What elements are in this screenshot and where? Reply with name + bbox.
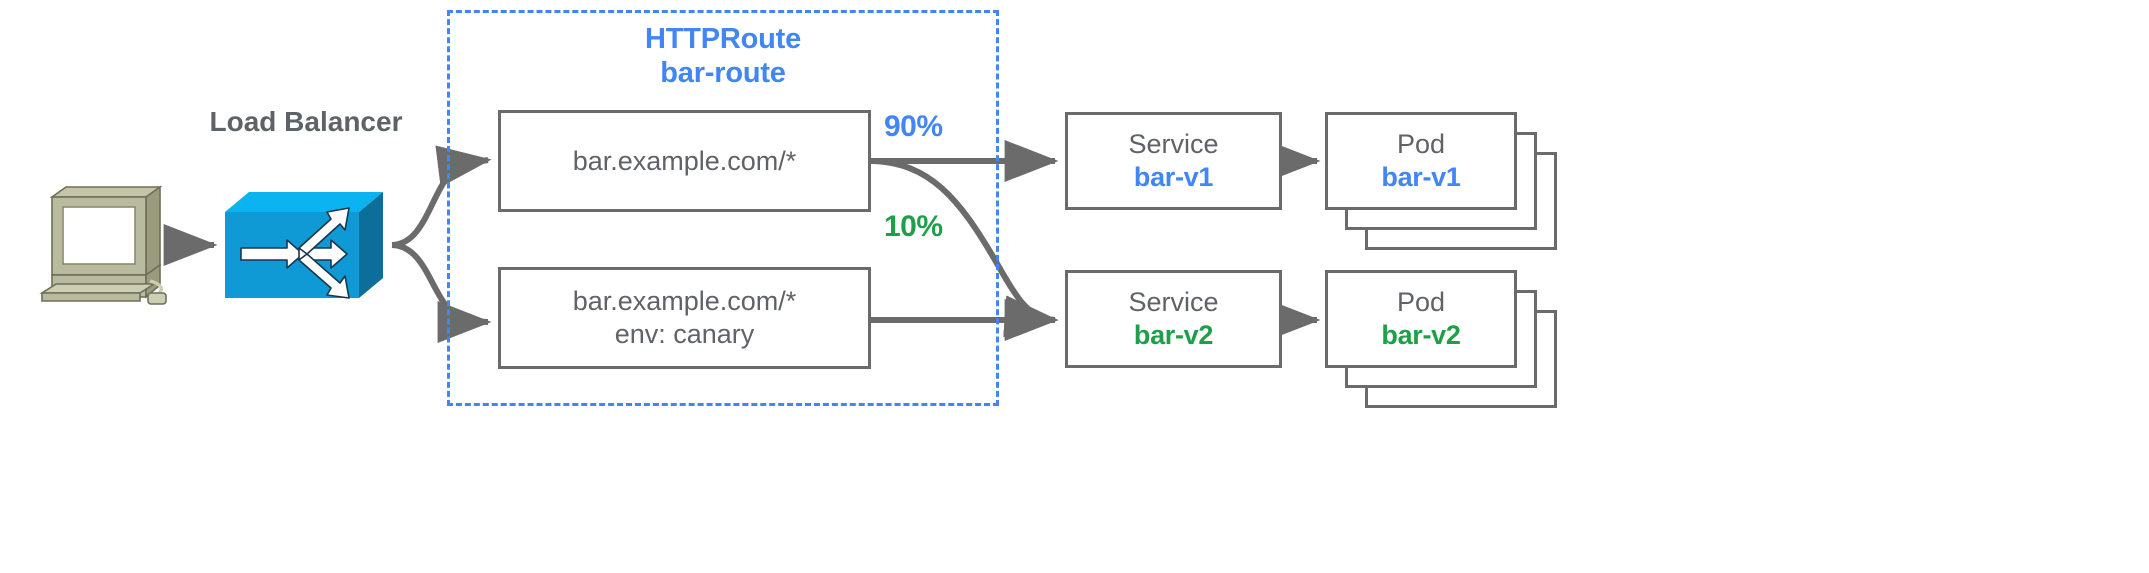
- pod-kind-label-v2: Pod: [1396, 287, 1446, 318]
- pod-name-label-v2: bar-v2: [1381, 320, 1461, 350]
- route-match-hostname-primary: bar.example.com/*: [572, 145, 797, 176]
- service-box-bar-v2[interactable]: Service bar-v2: [1065, 270, 1282, 368]
- httproute-kind-label: HTTPRoute: [644, 23, 802, 55]
- pod-stack-bar-v2[interactable]: Pod bar-v2: [1325, 270, 1577, 420]
- weight-label-10: 10%: [884, 210, 943, 243]
- route-match-box-canary[interactable]: bar.example.com/* env: canary: [498, 267, 871, 369]
- service-box-bar-v1[interactable]: Service bar-v1: [1065, 112, 1282, 210]
- service-kind-label-v1: Service: [1128, 129, 1219, 160]
- arrow-lb-to-route-canary: [391, 242, 492, 343]
- httproute-boundary: [447, 10, 999, 406]
- route-match-header-canary: env: canary: [614, 319, 755, 349]
- service-kind-label-v2: Service: [1128, 287, 1219, 318]
- httproute-name-label: bar-route: [660, 57, 786, 90]
- service-name-label-v1: bar-v1: [1133, 162, 1214, 192]
- load-balancer-label: Load Balancer: [209, 106, 403, 137]
- pod-stack-bar-v1[interactable]: Pod bar-v1: [1325, 112, 1577, 262]
- desktop-computer-icon: [36, 185, 168, 305]
- pod-box-bar-v2[interactable]: Pod bar-v2: [1325, 270, 1517, 368]
- service-name-label-v2: bar-v2: [1133, 320, 1214, 350]
- httproute-title: HTTPRoute bar-route: [447, 22, 999, 90]
- network-switch-icon: [219, 186, 389, 304]
- route-match-hostname-canary: bar.example.com/*: [572, 286, 797, 317]
- pod-kind-label-v1: Pod: [1396, 129, 1446, 160]
- weight-label-90: 90%: [884, 110, 943, 143]
- arrow-lb-to-route-primary: [391, 145, 492, 248]
- pod-name-label-v1: bar-v1: [1381, 162, 1461, 192]
- pod-box-bar-v1[interactable]: Pod bar-v1: [1325, 112, 1517, 210]
- route-match-box-primary[interactable]: bar.example.com/*: [498, 110, 871, 212]
